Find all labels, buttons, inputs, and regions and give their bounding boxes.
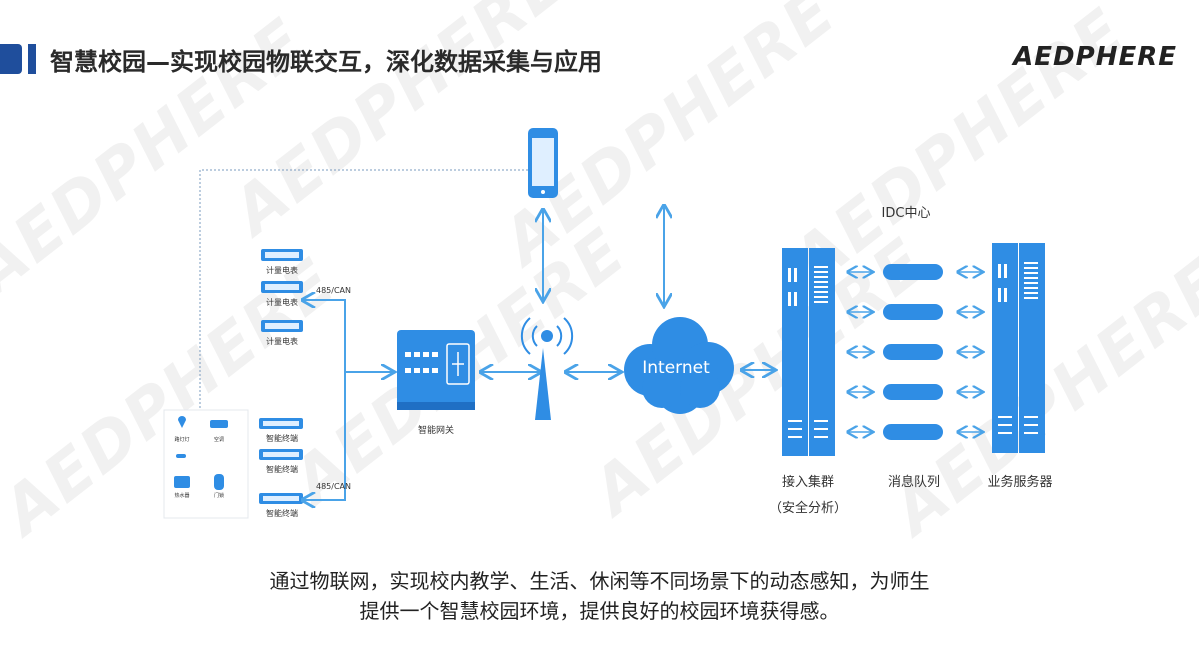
terminal-label: 智能终端 — [266, 508, 298, 518]
panel-item-label: 空调 — [214, 436, 224, 443]
meter-device-3 — [261, 320, 303, 332]
brand-logo: AEDPHERE — [1013, 42, 1177, 72]
antenna-tower-icon — [520, 317, 574, 420]
terminal-device-2 — [259, 449, 303, 460]
bus-label-top: 485/CAN — [316, 286, 351, 295]
queue-server-arrows — [958, 272, 982, 432]
panel-item-label: 路灯灯 — [174, 436, 189, 443]
device-control-panel — [163, 409, 249, 519]
cluster-queue-arrows — [848, 272, 872, 432]
terminal-label: 智能终端 — [266, 464, 298, 474]
internet-cloud-icon — [624, 317, 734, 414]
bus-line-top — [303, 300, 346, 372]
title-accent-bar — [28, 44, 36, 74]
terminal-device-3 — [259, 493, 303, 504]
meter-device-1 — [261, 249, 303, 261]
access-cluster-sublabel: （安全分析） — [769, 500, 847, 516]
idc-center-title: IDC中心 — [882, 206, 931, 221]
door-lock-icon — [214, 474, 224, 490]
gateway-label: 智能网关 — [418, 424, 454, 436]
title-accent-block — [0, 44, 22, 74]
streetlight-icon — [178, 416, 186, 428]
terminal-label: 智能终端 — [266, 433, 298, 443]
terminal-device-1 — [259, 418, 303, 429]
meter-device-2 — [261, 281, 303, 293]
water-heater-icon — [174, 476, 190, 488]
meter-label: 计量电表 — [266, 336, 298, 346]
mobile-phone-icon — [528, 128, 558, 198]
phone-link-dotted — [199, 169, 528, 410]
panel-item-label: 热水器 — [174, 492, 189, 499]
caption-line-1: 通过物联网，实现校内教学、生活、休闲等不同场景下的动态感知，为师生 — [269, 569, 930, 593]
smart-gateway-icon — [397, 330, 475, 410]
bus-line-bottom — [303, 372, 346, 500]
meter-label: 计量电表 — [266, 265, 298, 275]
business-server-icon — [992, 243, 1045, 453]
panel-item-label: 门锁 — [214, 492, 224, 499]
business-server-label: 业务服务器 — [987, 474, 1052, 490]
access-cluster-server-icon — [782, 248, 835, 456]
internet-label: Internet — [642, 358, 710, 378]
access-cluster-label: 接入集群 — [782, 474, 834, 490]
meter-label: 计量电表 — [266, 297, 298, 307]
air-conditioner-icon — [210, 420, 228, 428]
page-title: 智慧校园—实现校园物联交互，深化数据采集与应用 — [50, 48, 602, 76]
caption-line-2: 提供一个智慧校园环境，提供良好的校园环境获得感。 — [359, 599, 840, 623]
message-queue-label: 消息队列 — [888, 474, 940, 490]
message-queue-icon — [883, 264, 943, 440]
bus-label-bottom: 485/CAN — [316, 482, 351, 491]
